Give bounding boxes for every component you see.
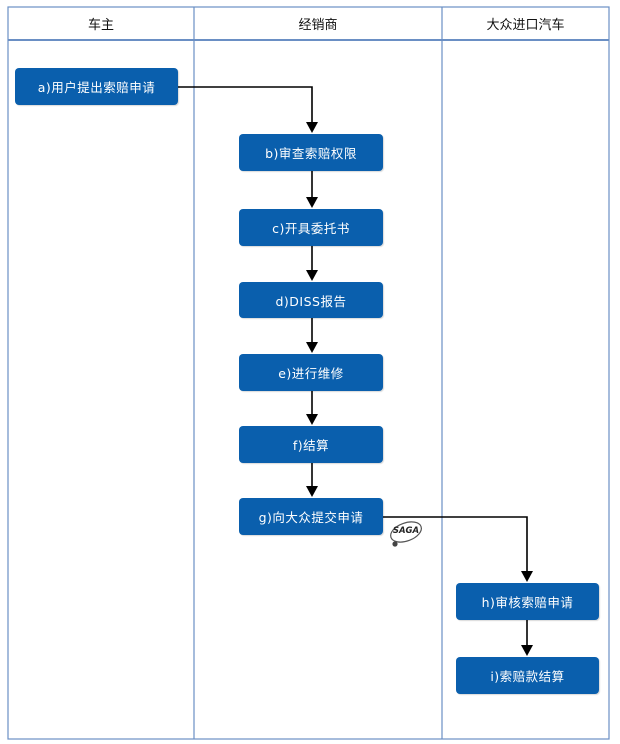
connector-g-h xyxy=(383,516,528,573)
arrowhead-c-d xyxy=(306,270,318,281)
node-i-claim-payment[interactable]: i)索赔款结算 xyxy=(456,657,599,694)
lane-header-dealer: 经销商 xyxy=(298,17,338,33)
lane-header-vw: 大众进口汽车 xyxy=(486,17,565,33)
arrowhead-a-b xyxy=(306,122,318,133)
diagram-border xyxy=(7,6,610,740)
node-a-user-claim[interactable]: a)用户提出索赔申请 xyxy=(15,68,178,105)
arrowhead-f-g xyxy=(306,486,318,497)
node-g-submit-to-vw[interactable]: g)向大众提交申请 xyxy=(239,498,383,535)
node-f-settlement[interactable]: f)结算 xyxy=(239,426,383,463)
node-d-diss-report[interactable]: d)DISS报告 xyxy=(239,282,383,318)
node-h-review-claim[interactable]: h)审核索赔申请 xyxy=(456,583,599,620)
lane-header-owner: 车主 xyxy=(87,17,114,33)
node-c-work-order[interactable]: c)开具委托书 xyxy=(239,209,383,246)
connector-a-b xyxy=(178,86,313,124)
arrowhead-h-i xyxy=(521,645,533,656)
saga-logo: SAGA xyxy=(390,521,422,547)
node-b-review-authority[interactable]: b)审查索赔权限 xyxy=(239,134,383,171)
arrowhead-g-h xyxy=(521,571,533,582)
arrowhead-b-c xyxy=(306,197,318,208)
arrowhead-e-f xyxy=(306,414,318,425)
node-e-repair[interactable]: e)进行维修 xyxy=(239,354,383,391)
arrowhead-d-e xyxy=(306,342,318,353)
saga-logo-text: SAGA xyxy=(393,526,419,536)
